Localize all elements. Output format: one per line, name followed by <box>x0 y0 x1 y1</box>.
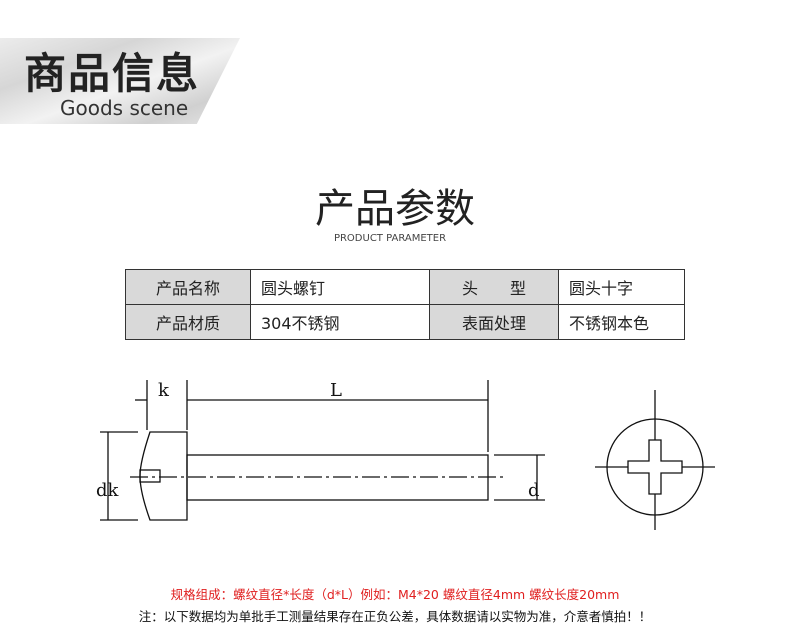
label-k: k <box>158 380 170 401</box>
table-cell: 圆头十字 <box>558 269 685 305</box>
section-subtitle: PRODUCT PARAMETER <box>333 233 447 244</box>
section-title: 产品参数 <box>315 186 475 232</box>
table-row: 产品材质 304不锈钢 表面处理 不锈钢本色 <box>125 304 685 340</box>
disclaimer-note: 注：以下数据均为单批手工测量结果存在正负公差，具体数据请以实物为准，介意者慎拍！… <box>138 609 652 624</box>
spec-note: 规格组成：螺纹直径*长度（d*L）例如：M4*20 螺纹直径4mm 螺纹长度20… <box>170 587 620 602</box>
top-view <box>595 390 715 530</box>
table-cell: 304不锈钢 <box>250 304 430 340</box>
header-banner <box>0 38 240 124</box>
table-cell: 圆头螺钉 <box>250 269 430 305</box>
parameter-table: 产品名称 圆头螺钉 头 型 圆头十字 产品材质 304不锈钢 表面处理 不锈钢本… <box>125 269 685 340</box>
label-d: d <box>528 480 540 501</box>
label-L: L <box>330 380 342 401</box>
table-cell: 头 型 <box>429 269 559 305</box>
table-row: 产品名称 圆头螺钉 头 型 圆头十字 <box>125 269 685 305</box>
table-cell: 不锈钢本色 <box>558 304 685 340</box>
table-cell: 产品名称 <box>125 269 251 305</box>
table-cell: 产品材质 <box>125 304 251 340</box>
screw-drawing: k L dk d <box>96 380 715 530</box>
header-subtitle: Goods scene <box>60 96 189 120</box>
table-cell: 表面处理 <box>429 304 559 340</box>
label-dk: dk <box>96 480 120 501</box>
side-view: k L dk d <box>96 380 545 521</box>
header-title: 商品信息 <box>24 49 201 98</box>
